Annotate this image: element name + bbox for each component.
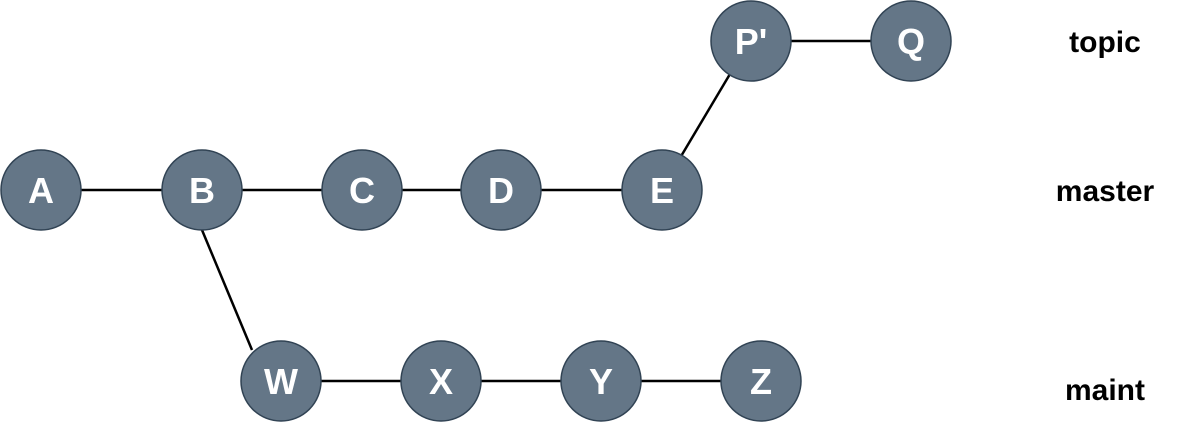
node-y-label: Y: [589, 361, 613, 402]
node-w: W: [240, 340, 322, 422]
edges: [81, 39, 872, 383]
node-p-prime-label: P': [735, 21, 768, 62]
node-p-prime: P': [710, 0, 792, 82]
edge-e-p: [678, 73, 732, 159]
edge-b-w: [200, 229, 254, 351]
node-e-label: E: [650, 170, 674, 211]
node-a: A: [0, 149, 82, 231]
branch-label-maint: maint: [1065, 374, 1145, 407]
nodes: A B C D E P' Q W: [0, 0, 952, 422]
node-w-label: W: [264, 361, 298, 402]
node-d-label: D: [488, 170, 514, 211]
node-z: Z: [720, 340, 802, 422]
branch-labels: topic master maint: [1056, 26, 1155, 407]
node-y: Y: [560, 340, 642, 422]
node-c-label: C: [349, 170, 375, 211]
node-c: C: [321, 149, 403, 231]
branch-label-topic: topic: [1069, 26, 1141, 59]
node-z-label: Z: [750, 361, 772, 402]
node-q-label: Q: [897, 21, 925, 62]
node-q: Q: [870, 0, 952, 82]
node-x-label: X: [429, 361, 453, 402]
node-b-label: B: [189, 170, 215, 211]
node-x: X: [400, 340, 482, 422]
node-b: B: [161, 149, 243, 231]
node-e: E: [621, 149, 703, 231]
branch-label-master: master: [1056, 175, 1155, 208]
node-d: D: [460, 149, 542, 231]
node-a-label: A: [28, 170, 54, 211]
